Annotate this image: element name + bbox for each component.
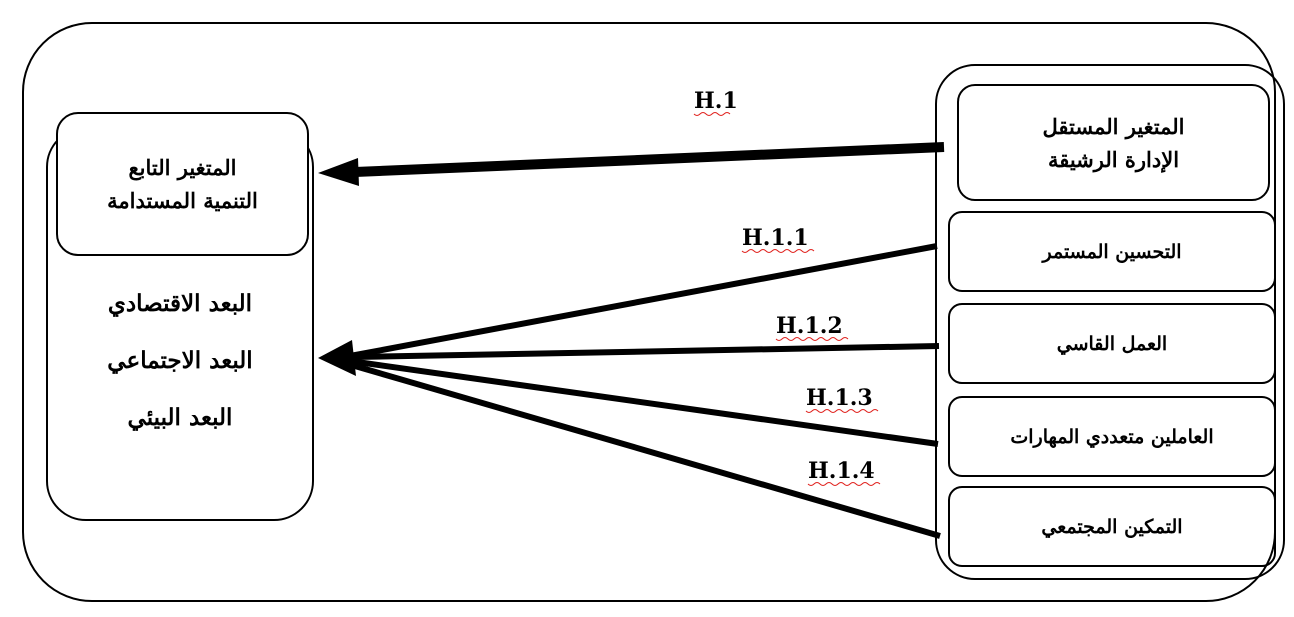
sub-variable-box: العمل القاسي	[948, 303, 1276, 384]
dependent-variable-name: التنمية المستدامة	[107, 188, 258, 213]
label-h1: H.1	[694, 88, 738, 114]
spellcheck-squiggle	[775, 337, 849, 341]
spellcheck-squiggle	[805, 409, 879, 413]
sub-variable-label: التحسين المستمر	[1042, 240, 1182, 263]
independent-variable-title: المتغير المستقل	[1042, 113, 1185, 139]
arrow-h13-line	[349, 358, 939, 447]
label-h13: H.1.3	[806, 385, 873, 411]
sub-variable-label: العاملين متعددي المهارات	[1010, 425, 1214, 448]
sub-variable-box: العاملين متعددي المهارات	[948, 396, 1276, 477]
arrow-sub-head	[318, 340, 356, 376]
dimension-social: البعد الاجتماعي	[107, 347, 253, 374]
arrow-h12-line	[353, 343, 940, 360]
arrow-h1-line	[354, 142, 945, 177]
dimension-economic: البعد الاقتصادي	[107, 290, 253, 317]
sub-variable-label: التمكين المجتمعي	[1041, 515, 1183, 538]
sub-variable-box: التحسين المستمر	[948, 211, 1276, 292]
sub-variable-label: العمل القاسي	[1056, 332, 1168, 355]
dependent-dimensions: البعد الاقتصادي البعد الاجتماعي البعد ال…	[46, 290, 314, 431]
independent-container	[935, 64, 1285, 580]
arrow-h1-head	[318, 158, 359, 186]
spellcheck-squiggle	[741, 249, 815, 253]
sub-variable-box: التمكين المجتمعي	[948, 486, 1276, 567]
dependent-variable-box: المتغير التابع التنمية المستدامة	[56, 112, 309, 256]
dependent-variable-title: المتغير التابع	[128, 155, 237, 180]
dimension-environmental: البعد البيئي	[127, 404, 233, 431]
label-h11: H.1.1	[742, 225, 809, 251]
arrow-h14-line	[347, 361, 941, 539]
arrow-h11-line	[349, 243, 938, 359]
independent-variable-box: المتغير المستقل الإدارة الرشيقة	[957, 84, 1270, 201]
spellcheck-squiggle	[693, 112, 731, 116]
label-h12: H.1.2	[776, 313, 843, 339]
spellcheck-squiggle	[807, 482, 881, 486]
label-h14: H.1.4	[808, 458, 875, 484]
independent-variable-name: الإدارة الرشيقة	[1047, 146, 1180, 172]
